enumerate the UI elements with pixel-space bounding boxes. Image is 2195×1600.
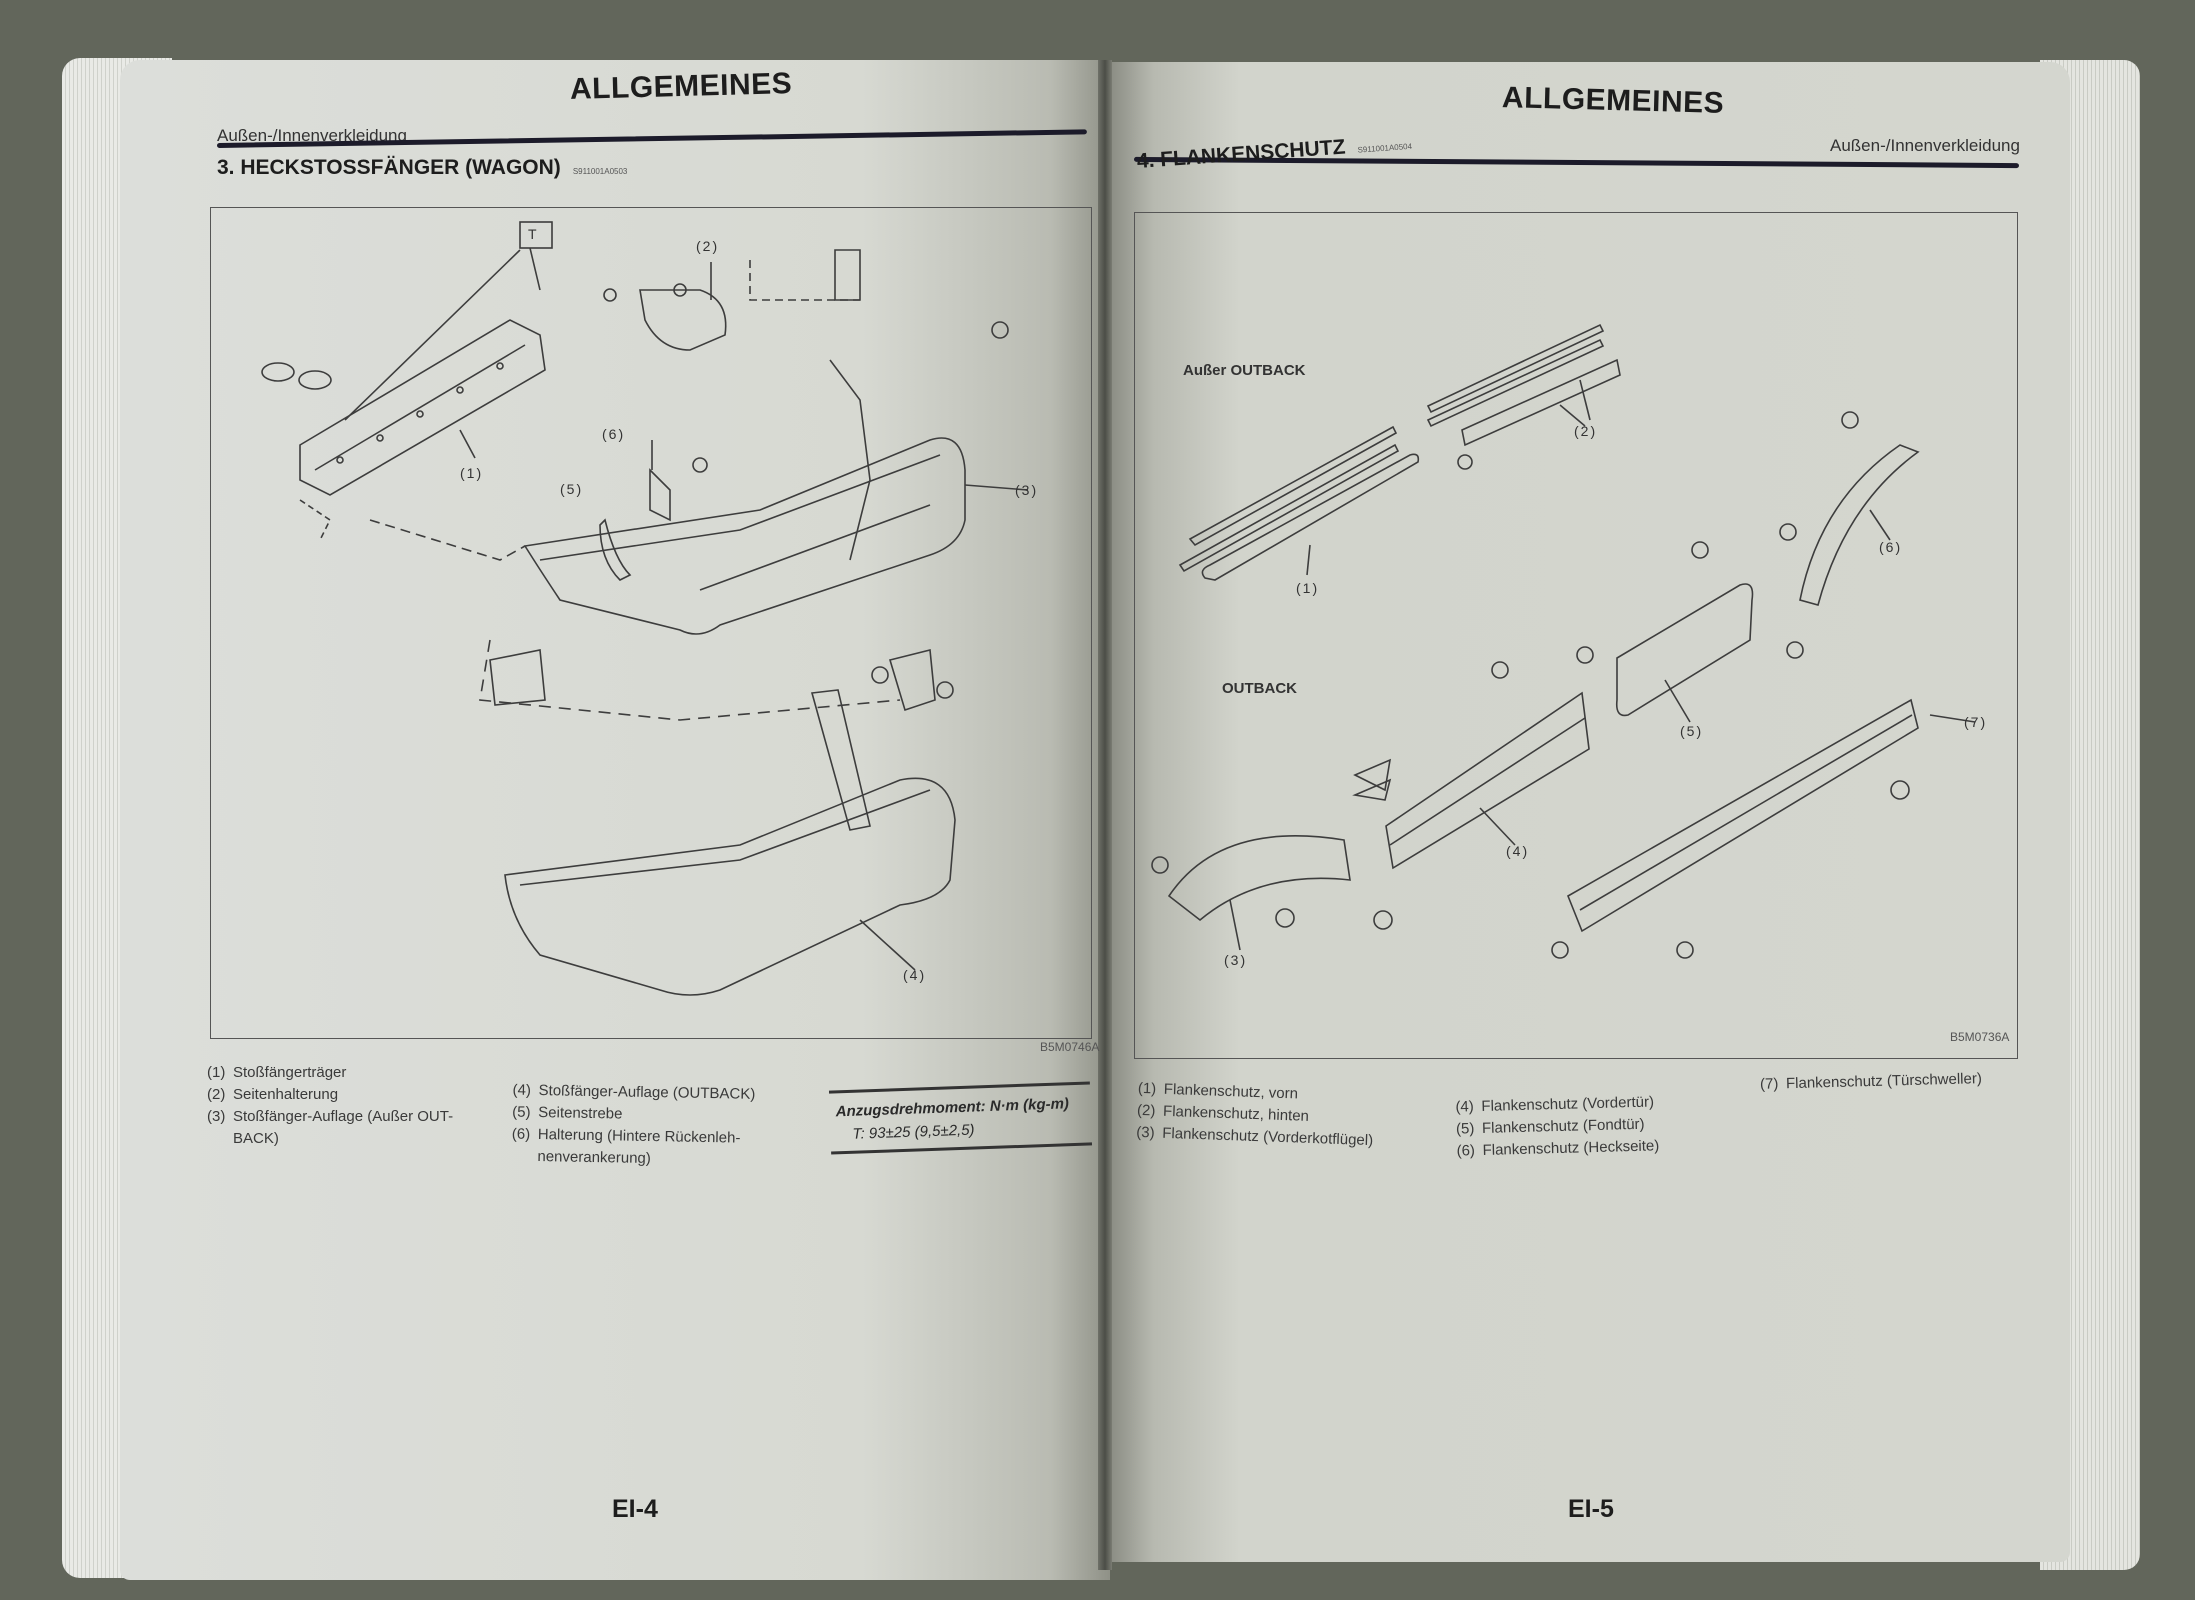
- legend-num: (5): [512, 1103, 531, 1121]
- legend-num: (6): [1456, 1142, 1476, 1160]
- side-bracket: [639, 289, 727, 351]
- legend-item: (3) Stoßfänger-Auflage (Außer OUT-BACK): [207, 1106, 465, 1150]
- heading-text: 3. HECKSTOSSFÄNGER (WAGON): [217, 156, 561, 179]
- book-spine: [1098, 60, 1112, 1570]
- legend-num: (3): [207, 1108, 226, 1125]
- callout-t: T: [528, 226, 539, 242]
- variant-label-non-outback: Außer OUTBACK: [1183, 362, 1306, 379]
- sill-molding: [1566, 698, 1919, 933]
- legend-num: (4): [512, 1081, 532, 1099]
- front-door-molding: [1385, 691, 1590, 870]
- legend-text: Stoßfänger-Auflage (Außer OUT-BACK): [233, 1108, 454, 1147]
- legend-num: (6): [511, 1125, 531, 1143]
- right-figure-frame: [1134, 212, 2018, 1059]
- upright-strut: [810, 689, 871, 831]
- right-legend-col1: (1)Flankenschutz, vorn (2)Flankenschutz,…: [1136, 1078, 1375, 1152]
- torque-value: T: 93±25 (9,5±2,5): [852, 1121, 975, 1143]
- legend-item: (2) Seitenhalterung: [207, 1084, 465, 1106]
- callout-7: (7): [1964, 714, 1988, 730]
- side-strut: [599, 518, 632, 581]
- right-diagram: [1151, 323, 1976, 959]
- front-fender-molding: [1167, 835, 1351, 922]
- legend-text: Flankenschutz (Heckseite): [1482, 1137, 1660, 1159]
- callout-6: (6): [602, 426, 626, 442]
- right-section-label: Außen-/Innenverkleidung: [1830, 136, 2020, 155]
- right-legend-col2: (4)Flankenschutz (Vordertür) (5)Flankens…: [1455, 1091, 1659, 1162]
- legend-text: Seitenhalterung: [233, 1086, 339, 1103]
- left-page-number: EI-4: [612, 1495, 658, 1523]
- variant-label-outback: OUTBACK: [1222, 680, 1297, 697]
- torque-label: Anzugsdrehmoment: N·m (kg-m): [835, 1095, 1070, 1121]
- heading-code: S911001A0504: [1357, 141, 1413, 155]
- right-header-title: ALLGEMEINES: [1501, 81, 1725, 120]
- right-page-number: EI-5: [1568, 1495, 1614, 1523]
- right-figure-code: B5M0736A: [1950, 1030, 2010, 1044]
- callout-4: (4): [1506, 843, 1530, 859]
- callout-3: (3): [1015, 482, 1039, 498]
- legend-item: (1) Stoßfängerträger: [207, 1062, 465, 1084]
- bumper-beam: [299, 319, 546, 496]
- bumper-cover-non-outback: [523, 437, 966, 635]
- callout-4: (4): [903, 967, 927, 983]
- heading-code: S911001A0503: [572, 167, 628, 176]
- callout-2: (2): [1574, 423, 1598, 439]
- legend-num: (3): [1136, 1123, 1155, 1142]
- callout-5: (5): [1680, 723, 1704, 739]
- torque-spec-box: Anzugsdrehmoment: N·m (kg-m) T: 93±25 (9…: [828, 1081, 1093, 1155]
- torque-t-box: [519, 221, 553, 249]
- callout-2: (2): [696, 238, 720, 254]
- rear-arch-molding: [1799, 444, 1920, 606]
- callout-6: (6): [1879, 539, 1903, 555]
- legend-num: (1): [1137, 1079, 1157, 1098]
- callout-1: (1): [1296, 580, 1320, 596]
- legend-num: (1): [207, 1064, 226, 1081]
- left-figure-code: B5M0746A: [1040, 1040, 1100, 1054]
- left-legend-col2: (4)Stoßfänger-Auflage (OUTBACK) (5)Seite…: [511, 1080, 788, 1173]
- legend-item: (6) Halterung (Hintere Rückenleh-nenveran…: [511, 1124, 788, 1173]
- legend-num: (7): [1759, 1075, 1779, 1093]
- legend-num: (4): [1455, 1098, 1475, 1116]
- bumper-cover-outback: [504, 777, 956, 996]
- left-page: [120, 60, 1110, 1580]
- legend-num: (5): [1455, 1120, 1475, 1138]
- left-figure-frame: [210, 207, 1092, 1039]
- callout-5: (5): [560, 481, 584, 497]
- left-diagram: [261, 221, 1029, 996]
- rear-door-molding: [1615, 583, 1754, 717]
- legend-num: (2): [1136, 1101, 1156, 1120]
- right-page: [1105, 62, 2070, 1562]
- legend-num: (2): [207, 1086, 226, 1103]
- legend-text: Stoßfängerträger: [233, 1064, 347, 1081]
- left-legend-col1: (1) Stoßfängerträger (2) Seitenhalterung (…: [207, 1062, 465, 1150]
- legend-text: Seitenstrebe: [538, 1104, 623, 1123]
- left-section-heading: 3. HECKSTOSSFÄNGER (WAGON) S911001A0503: [217, 156, 627, 180]
- callout-1: (1): [460, 465, 484, 481]
- callout-3: (3): [1224, 952, 1248, 968]
- legend-text: Halterung (Hintere Rückenleh-nenveranker…: [537, 1126, 741, 1168]
